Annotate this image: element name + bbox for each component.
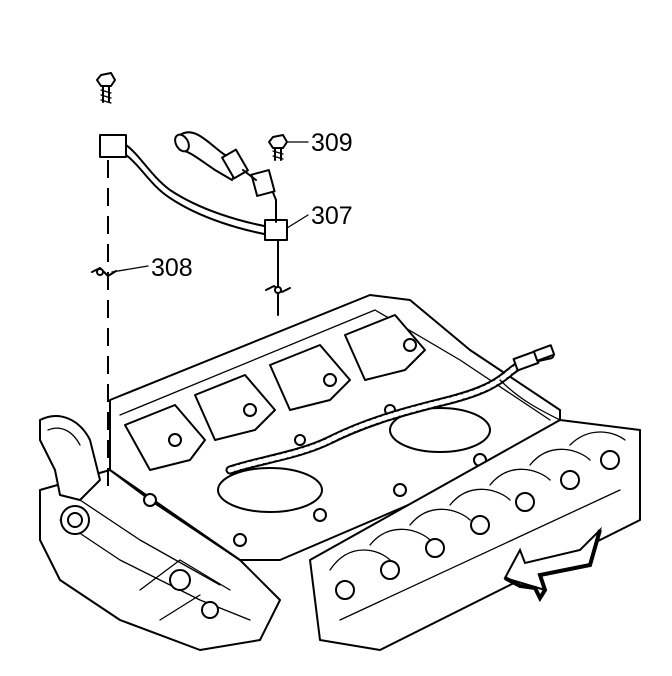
clip-308 bbox=[91, 267, 117, 277]
coolant-hose bbox=[174, 131, 276, 197]
left-bolt bbox=[96, 72, 116, 104]
hose-bracket-307 bbox=[99, 134, 288, 241]
coolant-outlet bbox=[39, 415, 101, 535]
leader-line-307 bbox=[286, 214, 309, 229]
callout-309: 309 bbox=[311, 129, 353, 157]
bolt-309 bbox=[268, 134, 288, 316]
intake-manifold bbox=[109, 294, 561, 561]
engine-block bbox=[39, 469, 281, 651]
cylinder-head bbox=[309, 419, 641, 651]
callout-307: 307 bbox=[311, 202, 353, 230]
leader-line-308 bbox=[111, 265, 149, 273]
wiring-harness bbox=[225, 344, 561, 475]
lower-clip bbox=[265, 285, 291, 294]
front-direction-arrow-icon bbox=[503, 526, 603, 603]
callout-308: 308 bbox=[151, 254, 193, 282]
